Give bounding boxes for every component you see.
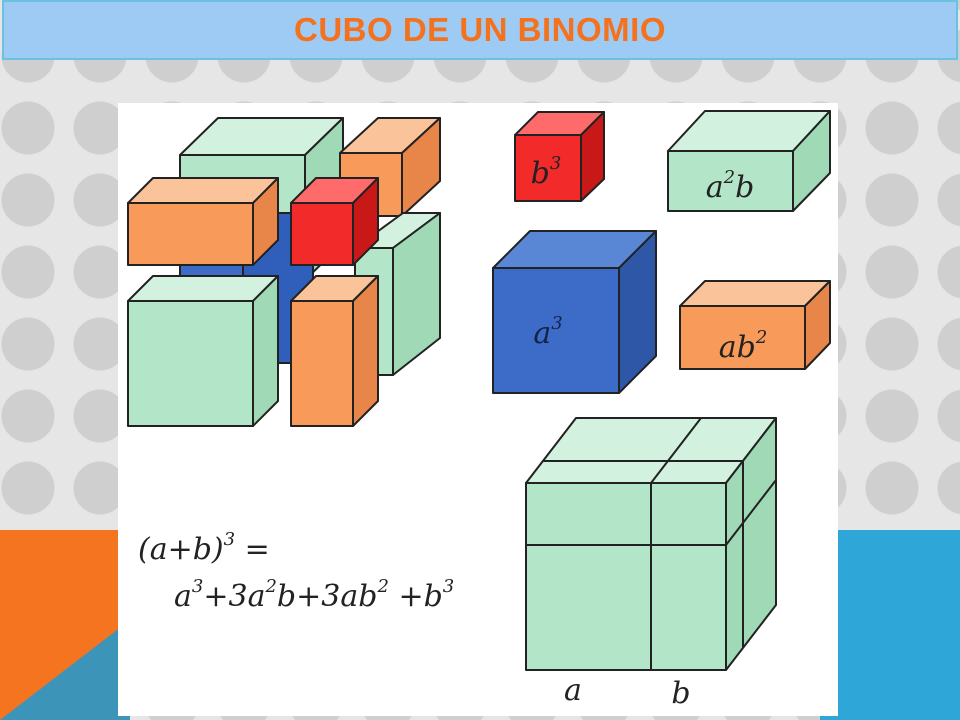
dimension-label-a: a [564,673,582,708]
piece-a-b-squared: ab2 [679,280,831,370]
green-block-front [127,275,279,427]
label-a-cubed: a3 [533,313,562,351]
formula-line-2: a3+3a2b+3ab2 +b3 [174,576,454,614]
binomial-cube-diagram: b3 a2b a3 ab2 [127,110,831,711]
label-b-cubed: b3 [531,153,562,191]
dimension-label-b: b [671,676,690,711]
piece-a-cubed: a3 [492,230,657,394]
page-title: CUBO DE UN BINOMIO [294,11,666,48]
piece-b-cubed: b3 [514,111,605,202]
formula-line-1: (a+b)3 = [138,529,270,567]
binomial-formula: (a+b)3 = a3+3a2b+3ab2 +b3 [138,529,454,614]
blue-corner-decoration [820,530,960,720]
assembled-cube: a b [525,417,777,711]
orange-block-left [127,177,279,266]
red-cube [290,177,379,266]
diagram-panel: b3 a2b a3 ab2 [118,103,838,716]
title-bar: CUBO DE UN BINOMIO [2,0,958,60]
label-a-squared-b: a2b [706,167,755,205]
orange-block-front [290,275,379,427]
piece-a-squared-b: a2b [667,110,831,212]
label-a-b-squared: ab2 [719,327,768,365]
exploded-cube-assembly [127,117,441,427]
